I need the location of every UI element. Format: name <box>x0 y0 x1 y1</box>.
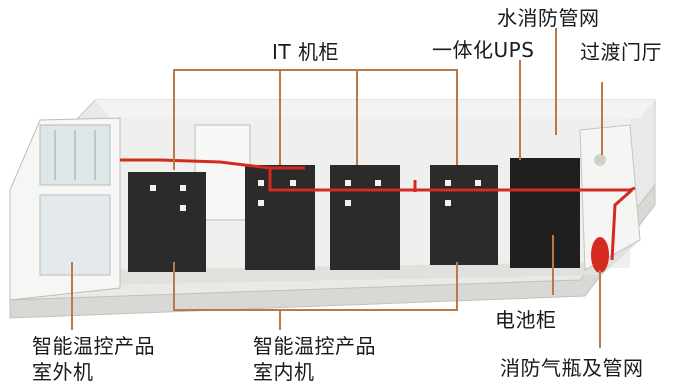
label-water-pipe: 水消防管网 <box>497 6 600 30</box>
it-cabinet-1 <box>245 165 315 270</box>
label-gas-fire: 消防气瓶及管网 <box>500 356 644 380</box>
label-indoor-unit-line2: 室内机 <box>253 360 315 384</box>
label-indoor-unit-line1: 智能温控产品 <box>253 334 376 358</box>
vestibule-fixture <box>594 154 606 166</box>
it-cabinet-3 <box>430 165 498 265</box>
leader-lines <box>71 28 603 348</box>
outdoor-unit <box>9 117 121 301</box>
label-vestibule: 过渡门厅 <box>580 40 662 64</box>
leader-indoor-unit <box>173 262 458 311</box>
label-outdoor-unit-line1: 智能温控产品 <box>32 334 155 358</box>
gas-cylinder <box>591 237 609 273</box>
label-it-cabinet: IT 机柜 <box>272 40 339 64</box>
label-battery: 电池柜 <box>495 308 557 332</box>
cabinet-group <box>128 158 580 272</box>
label-outdoor-unit-line2: 室外机 <box>32 360 94 384</box>
it-cabinet-2 <box>330 165 400 270</box>
leader-it-cabinet <box>173 69 458 170</box>
label-indoor-unit: 智能温控产品 室内机 <box>253 333 376 385</box>
label-outdoor-unit: 智能温控产品 室外机 <box>32 333 155 385</box>
fire-pipe-network <box>120 158 636 261</box>
label-ups: 一体化UPS <box>432 38 535 62</box>
ups-battery-cabinet <box>510 158 580 268</box>
indoor-cooling-cabinet-1 <box>128 172 206 272</box>
